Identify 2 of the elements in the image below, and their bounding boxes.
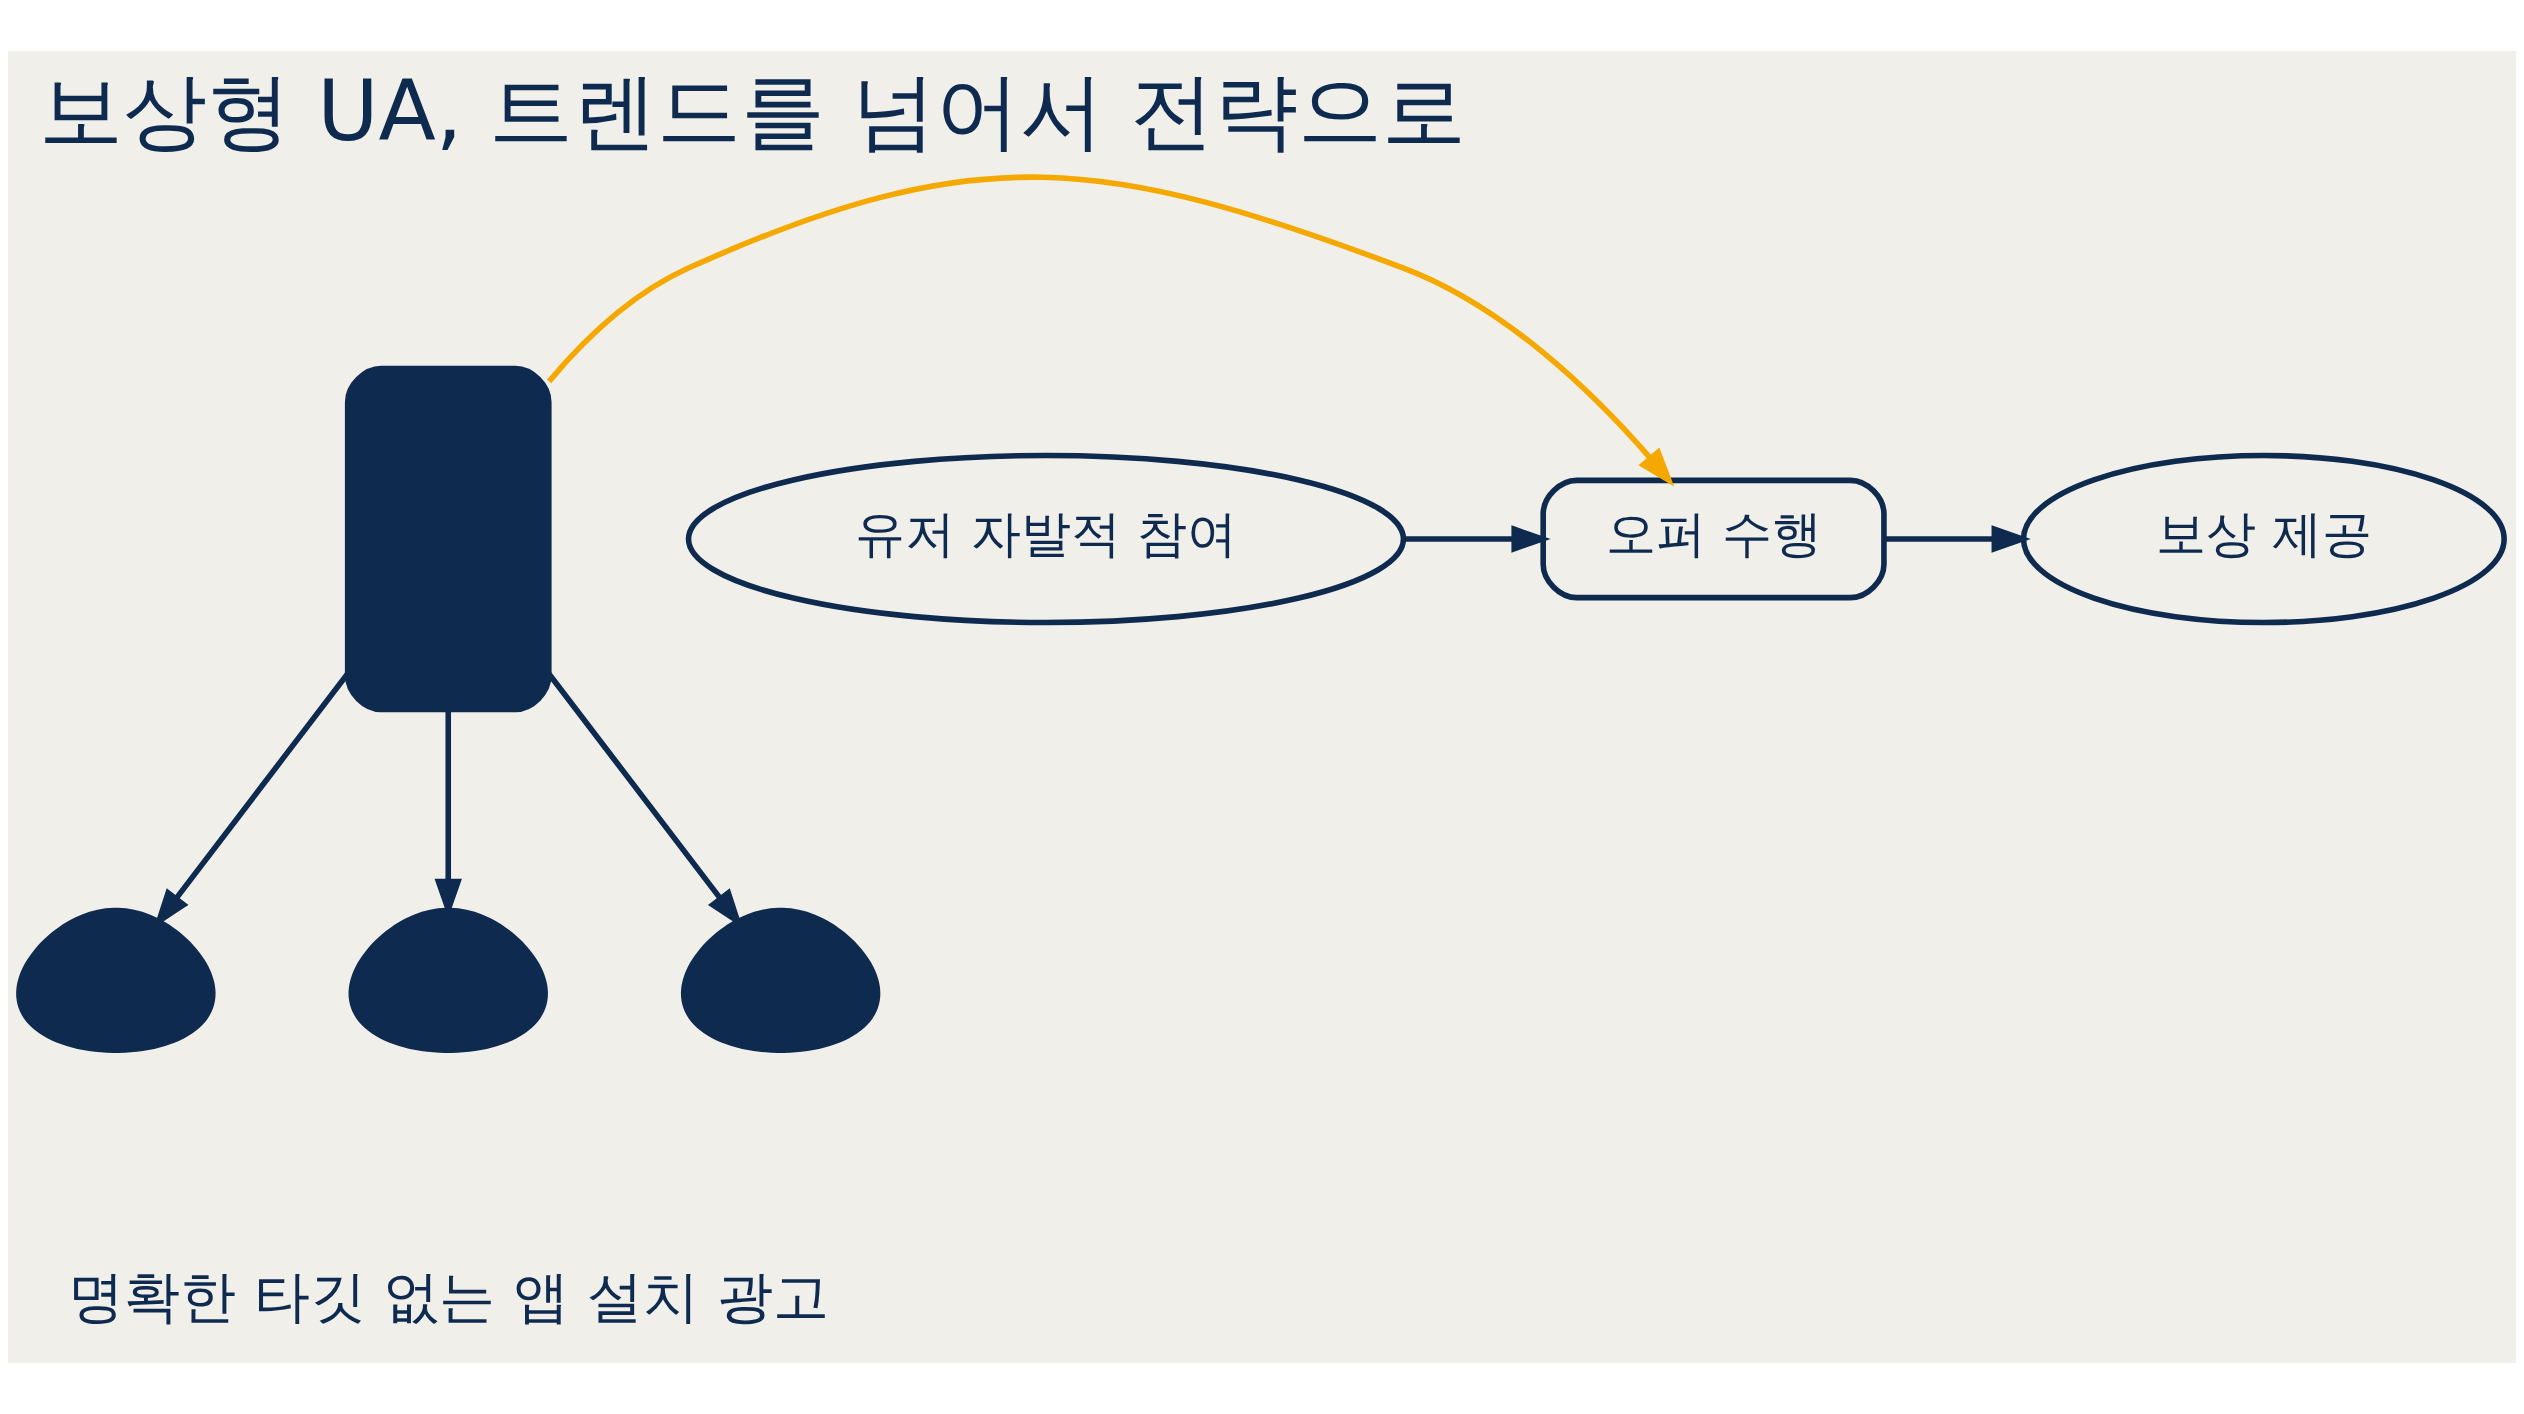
label: 명확한 타깃 없는 앱 설치 광고 (67, 1263, 829, 1329)
diagram-title: 보상형 UA, 트렌드를 넘어서 전략으로 (38, 62, 1467, 161)
